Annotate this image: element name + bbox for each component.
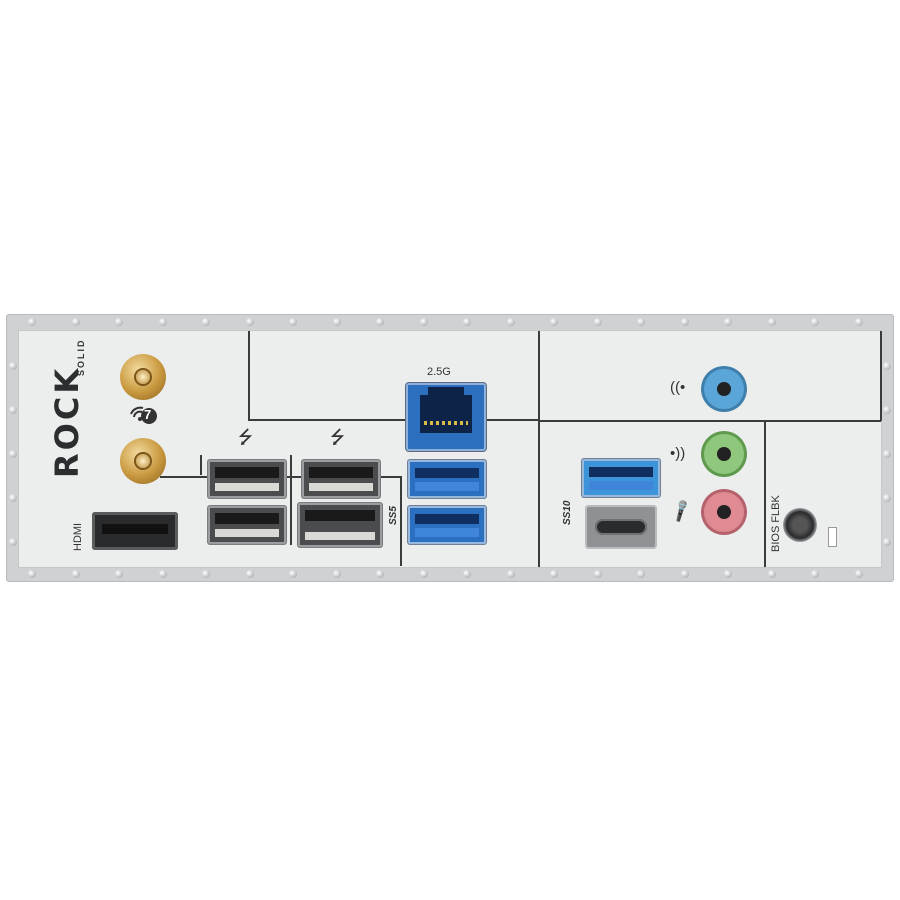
line-in-icon: ((• (670, 379, 686, 396)
shield-bump (680, 318, 689, 326)
divider-line (248, 331, 250, 419)
shield-bump (115, 570, 123, 578)
audio-line-out-jack[interactable] (704, 434, 744, 474)
shield-bump (854, 318, 863, 326)
wifi-badge: 7 (144, 407, 152, 422)
shield-bump (680, 570, 689, 578)
audio-line-in-jack[interactable] (704, 369, 744, 409)
shield-bump (883, 450, 891, 458)
shield-bump (9, 450, 17, 458)
divider-line (248, 419, 538, 421)
lan-label: 2.5G (427, 366, 451, 378)
shield-bump (28, 570, 36, 578)
usb-icon: ⭍ (330, 427, 345, 447)
usb10-label: SS10 (562, 500, 573, 525)
shield-bump (376, 570, 384, 578)
shield-bump (202, 318, 210, 326)
shield-bump (593, 570, 602, 578)
usb2-port[interactable] (302, 460, 380, 498)
antenna-connector-bottom[interactable] (120, 438, 166, 484)
shield-bump (550, 318, 558, 326)
shield-bump (9, 494, 17, 502)
shield-bump (883, 362, 891, 370)
shield-bump (854, 570, 863, 578)
bios-flashback-label: BIOS FLBK (770, 495, 782, 552)
shield-bump (550, 570, 558, 578)
usb3-port[interactable] (408, 506, 486, 544)
shield-bump (724, 570, 732, 578)
shield-bump (463, 318, 471, 326)
shield-bump (202, 570, 210, 578)
usb2-port[interactable] (208, 460, 286, 498)
shield-bump (811, 318, 819, 326)
shield-bump (811, 570, 819, 578)
shield-bump (506, 318, 515, 326)
shield-bump (883, 406, 891, 414)
usb3-typea-port[interactable] (582, 459, 660, 497)
brand-logo: ROCK (48, 365, 86, 478)
usb2-port[interactable] (298, 503, 382, 547)
shield-bump (332, 318, 341, 326)
brand-subtext: SOLID (76, 338, 86, 376)
divider-line (764, 420, 766, 567)
hdmi-label: HDMI (72, 522, 84, 551)
shield-bump (637, 318, 645, 326)
line-out-icon: •)) (670, 445, 686, 462)
divider-line (538, 331, 540, 567)
divider-line (538, 420, 881, 422)
hdmi-port[interactable] (92, 512, 178, 550)
shield-bump (71, 570, 80, 578)
divider-line (200, 455, 202, 475)
shield-bump (71, 318, 80, 326)
shield-bump (158, 318, 167, 326)
shield-bump (245, 318, 254, 326)
shield-bump (9, 538, 17, 546)
divider-line (290, 455, 292, 545)
shield-bump (28, 318, 36, 326)
shield-bump (115, 318, 123, 326)
audio-mic-jack[interactable] (704, 492, 744, 532)
shield-bump (158, 570, 167, 578)
ethernet-port[interactable] (406, 383, 486, 451)
bios-flashback-button[interactable] (783, 508, 817, 542)
led-indicator (828, 527, 837, 547)
shield-bump (419, 570, 428, 578)
divider-line (880, 331, 882, 421)
usb3-port[interactable] (408, 460, 486, 498)
shield-bump (332, 570, 341, 578)
shield-bump (724, 318, 732, 326)
wifi-icon: 7 (127, 404, 159, 428)
usb2-port[interactable] (208, 506, 286, 544)
shield-bump (883, 494, 891, 502)
shield-bump (376, 318, 384, 326)
shield-bump (419, 318, 428, 326)
shield-bump (245, 570, 254, 578)
shield-bump (289, 570, 297, 578)
antenna-connector-top[interactable] (120, 354, 166, 400)
shield-bump (883, 538, 891, 546)
shield-bump (463, 570, 471, 578)
shield-bump (9, 362, 17, 370)
usb-icon: ⭍ (238, 427, 253, 447)
shield-bump (637, 570, 645, 578)
divider-line (400, 476, 402, 566)
shield-bump (506, 570, 515, 578)
shield-bump (767, 318, 776, 326)
shield-bump (593, 318, 602, 326)
shield-bump (289, 318, 297, 326)
shield-bump (767, 570, 776, 578)
usb5-label: SS5 (388, 506, 399, 525)
shield-bump (9, 406, 17, 414)
usb-typec-port[interactable] (585, 505, 657, 549)
